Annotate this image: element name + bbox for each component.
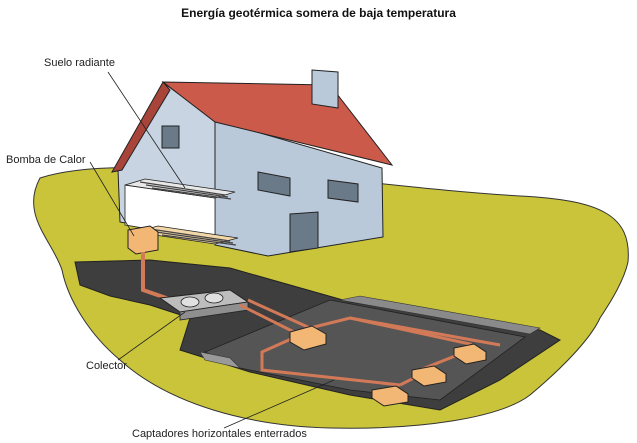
front-door [289,211,319,253]
leader-suelo-radiante [107,71,186,189]
pump-pipe [141,252,173,302]
heat-pump [127,225,159,255]
leader-captadores [223,379,335,429]
trench-rim [339,295,541,335]
junction-box-4 [371,385,409,407]
collector-port-1 [180,296,200,308]
label-suelo-radiante: Suelo radiante [44,57,115,69]
radiant-floor-pipes [139,181,237,246]
junction-box-2 [453,343,487,365]
junction-box-3 [411,365,447,387]
collector-port-2 [204,292,224,304]
front-window-left [257,171,291,197]
front-window-right [327,179,359,203]
roof-edge [111,81,171,173]
leader-bomba-de-calor [89,161,135,237]
gable-window [161,125,180,149]
label-bomba-de-calor: Bomba de Calor [6,154,86,166]
house [111,69,394,257]
leader-colector [117,311,186,361]
collector [158,289,250,321]
chimney [311,69,339,109]
junction-box-1 [289,325,327,351]
diagram-title: Energía geotérmica somera de baja temper… [181,6,456,20]
junction-boxes [289,325,487,407]
label-captadores: Captadores horizontales enterrados [132,428,307,440]
leader-lines [89,71,335,429]
trench-wall [199,351,241,369]
label-colector: Colector [86,360,127,372]
